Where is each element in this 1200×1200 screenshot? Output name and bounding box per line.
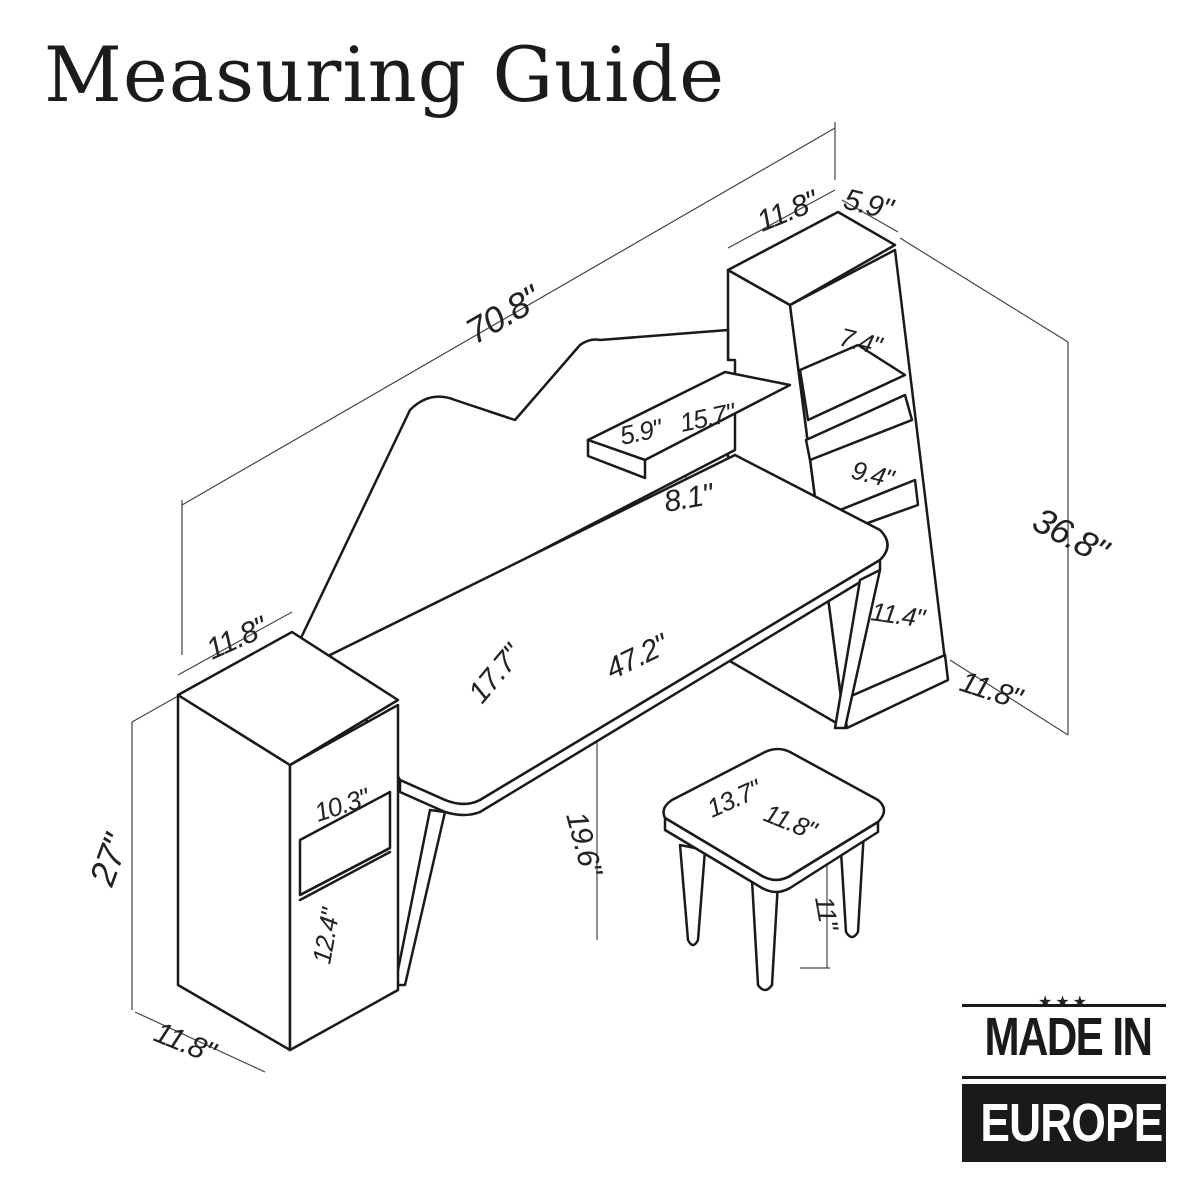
backboard [298, 328, 737, 662]
made-in-europe-badge: ★★★ MADE IN EUROPE [962, 992, 1166, 1164]
desk-top [328, 453, 889, 987]
badge-rule-top [962, 1004, 1166, 1007]
page-title: Measuring Guide [44, 30, 726, 119]
floating-shelf [586, 370, 792, 480]
left-cabinet [176, 630, 400, 1052]
dim-total-height: 36.8" [1026, 499, 1117, 573]
badge-line-1: MADE IN [984, 1007, 1152, 1067]
badge-box: EUROPE [962, 1084, 1166, 1162]
dim-leg-clearance: 19.6" [559, 808, 608, 881]
stool [662, 747, 886, 992]
dim-right-bottom-depth: 11.8" [956, 665, 1027, 716]
dim-left-height: 27" [81, 827, 138, 892]
dim-total-width: 70.8" [459, 276, 550, 352]
badge-line-2: EUROPE [980, 1093, 1163, 1153]
badge-rule-bottom [962, 1076, 1166, 1079]
dim-stool-height: 11" [809, 894, 845, 935]
dim-left-bottom-depth: 11.8" [149, 1016, 221, 1071]
